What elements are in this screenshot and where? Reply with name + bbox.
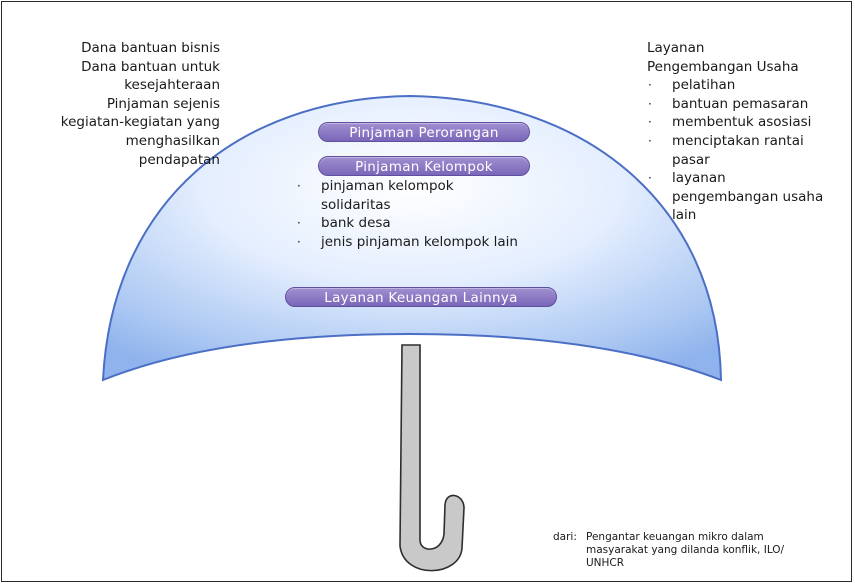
- list-item: · layanan pengembangan usaha lain: [647, 169, 832, 225]
- business-development-services: Layanan Pengembangan Usaha · pelatihan · b…: [647, 39, 847, 225]
- bullet-icon: ·: [297, 233, 301, 252]
- list-item: · menciptakan rantai pasar: [647, 132, 842, 169]
- list-item-label: membentuk asosiasi: [672, 114, 811, 130]
- group-loan-list: · pinjaman kelompok solidaritas · bank des…: [296, 177, 556, 251]
- bullet-icon: ·: [648, 132, 652, 151]
- list-item-label: pelatihan: [672, 77, 735, 93]
- list-item: · bank desa: [296, 214, 556, 233]
- source-label: dari:: [553, 531, 577, 544]
- list-item: · bantuan pemasaran: [647, 95, 847, 114]
- list-item-label: jenis pinjaman kelompok lain: [321, 234, 518, 250]
- left-item: Dana bantuan untuk: [8, 58, 220, 77]
- bullet-icon: ·: [648, 113, 652, 132]
- list-item: · membentuk asosiasi: [647, 113, 847, 132]
- list-item: · pinjaman kelompok solidaritas: [296, 177, 521, 214]
- list-item: · pelatihan: [647, 76, 847, 95]
- list-item-label: pinjaman kelompok solidaritas: [321, 178, 454, 213]
- list-item-label: bantuan pemasaran: [672, 96, 808, 112]
- list-item-label: menciptakan rantai pasar: [672, 133, 804, 168]
- services-title: Layanan Pengembangan Usaha: [647, 39, 847, 76]
- left-item: kesejahteraan: [8, 76, 220, 95]
- bullet-icon: ·: [297, 214, 301, 233]
- left-item: Pinjaman sejenis: [8, 95, 220, 114]
- left-item: pendapatan: [8, 151, 220, 170]
- left-item: menghasilkan: [8, 132, 220, 151]
- services-list: · pelatihan · bantuan pemasaran · membentuk…: [647, 76, 847, 225]
- bullet-icon: ·: [297, 177, 301, 196]
- bullet-icon: ·: [648, 169, 652, 188]
- bullet-icon: ·: [648, 95, 652, 114]
- left-list: Dana bantuan bisnis Dana bantuan untuk k…: [8, 39, 220, 169]
- left-item: Dana bantuan bisnis: [8, 39, 220, 58]
- services-title-line: Layanan: [647, 39, 847, 58]
- bullet-icon: ·: [648, 76, 652, 95]
- pill-other-financial-services: Layanan Keuangan Lainnya: [285, 287, 557, 307]
- pill-group-loan: Pinjaman Kelompok: [318, 156, 530, 176]
- source-text: Pengantar keuangan mikro dalam masyaraka…: [586, 531, 821, 570]
- list-item: · jenis pinjaman kelompok lain: [296, 233, 571, 252]
- left-item: kegiatan-kegiatan yang: [8, 113, 220, 132]
- list-item-label: layanan pengembangan usaha lain: [672, 170, 823, 223]
- pill-individual-loan: Pinjaman Perorangan: [318, 122, 530, 142]
- list-item-label: bank desa: [321, 215, 391, 231]
- services-title-line: Pengembangan Usaha: [647, 58, 847, 77]
- umbrella-handle: [400, 345, 464, 571]
